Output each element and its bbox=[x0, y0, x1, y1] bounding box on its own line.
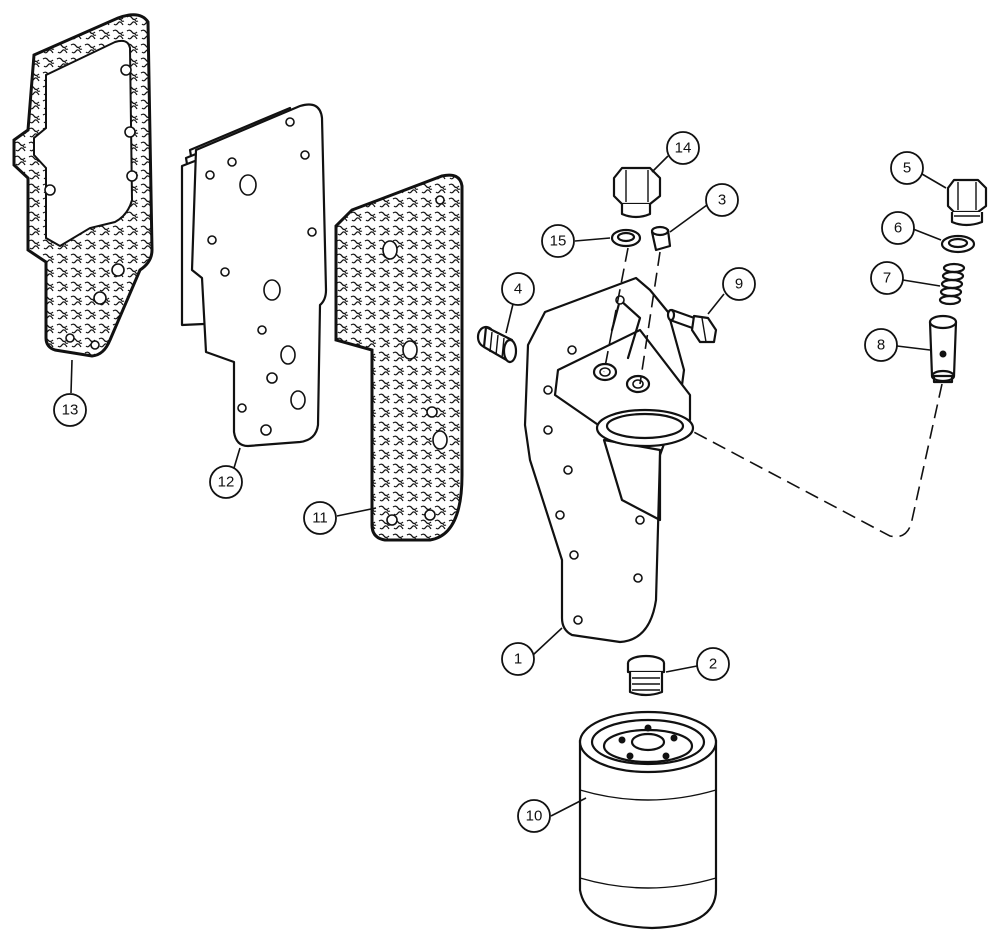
filter-head-housing-1 bbox=[523, 276, 695, 644]
leader-9 bbox=[707, 293, 725, 315]
washer-15 bbox=[610, 228, 642, 248]
svg-text:2: 2 bbox=[709, 656, 717, 673]
callout-8: 8 bbox=[864, 328, 898, 362]
svg-text:6: 6 bbox=[894, 220, 902, 237]
dashed-path-14 bbox=[603, 247, 629, 373]
callout-14: 14 bbox=[666, 131, 700, 165]
callout-5: 5 bbox=[890, 151, 924, 185]
leader-13 bbox=[70, 359, 73, 394]
callout-15: 15 bbox=[541, 224, 575, 258]
callout-1: 1 bbox=[501, 642, 535, 676]
svg-text:4: 4 bbox=[514, 281, 522, 298]
callout-2: 2 bbox=[696, 647, 730, 681]
leader-14 bbox=[651, 155, 669, 173]
callout-10: 10 bbox=[517, 799, 551, 833]
leader-1 bbox=[532, 627, 563, 656]
leader-8 bbox=[896, 345, 931, 351]
gasket-13 bbox=[12, 13, 154, 358]
svg-text:7: 7 bbox=[883, 270, 891, 287]
svg-text:11: 11 bbox=[312, 510, 328, 527]
callout-11: 11 bbox=[303, 501, 337, 535]
svg-text:10: 10 bbox=[526, 808, 543, 825]
leader-3 bbox=[669, 204, 708, 233]
spring-7 bbox=[938, 262, 966, 306]
valve-8 bbox=[928, 314, 958, 384]
plug-5 bbox=[946, 178, 988, 227]
filter-10 bbox=[578, 710, 718, 930]
leader-7 bbox=[902, 279, 941, 287]
callout-3: 3 bbox=[705, 183, 739, 217]
svg-text:1: 1 bbox=[514, 651, 522, 668]
dashed-path-8 bbox=[689, 383, 943, 538]
svg-text:9: 9 bbox=[735, 276, 743, 293]
svg-text:15: 15 bbox=[550, 233, 567, 250]
callout-12: 12 bbox=[209, 465, 243, 499]
plug-3 bbox=[650, 225, 672, 252]
svg-text:12: 12 bbox=[218, 474, 235, 491]
callout-4: 4 bbox=[501, 272, 535, 306]
leader-10 bbox=[550, 797, 587, 817]
leader-4 bbox=[505, 303, 514, 334]
svg-text:3: 3 bbox=[718, 192, 726, 209]
callout-13: 13 bbox=[53, 393, 87, 427]
cooler-core-12 bbox=[180, 103, 328, 448]
leader-11 bbox=[336, 507, 377, 517]
leader-5 bbox=[921, 173, 947, 189]
callout-6: 6 bbox=[881, 211, 915, 245]
leader-15 bbox=[574, 237, 611, 242]
fitting-4 bbox=[476, 325, 518, 364]
bolt-9 bbox=[666, 308, 718, 344]
callout-9: 9 bbox=[722, 267, 756, 301]
svg-text:14: 14 bbox=[675, 140, 692, 157]
leader-2 bbox=[665, 665, 698, 673]
leader-6 bbox=[912, 228, 942, 241]
svg-text:8: 8 bbox=[877, 337, 885, 354]
callout-7: 7 bbox=[870, 261, 904, 295]
dashed-path-3 bbox=[639, 251, 661, 385]
nipple-2 bbox=[626, 654, 666, 697]
gasket-11 bbox=[334, 173, 464, 542]
svg-text:5: 5 bbox=[903, 160, 911, 177]
washer-6 bbox=[940, 234, 976, 254]
svg-text:13: 13 bbox=[62, 402, 79, 419]
plug-14 bbox=[612, 166, 662, 219]
